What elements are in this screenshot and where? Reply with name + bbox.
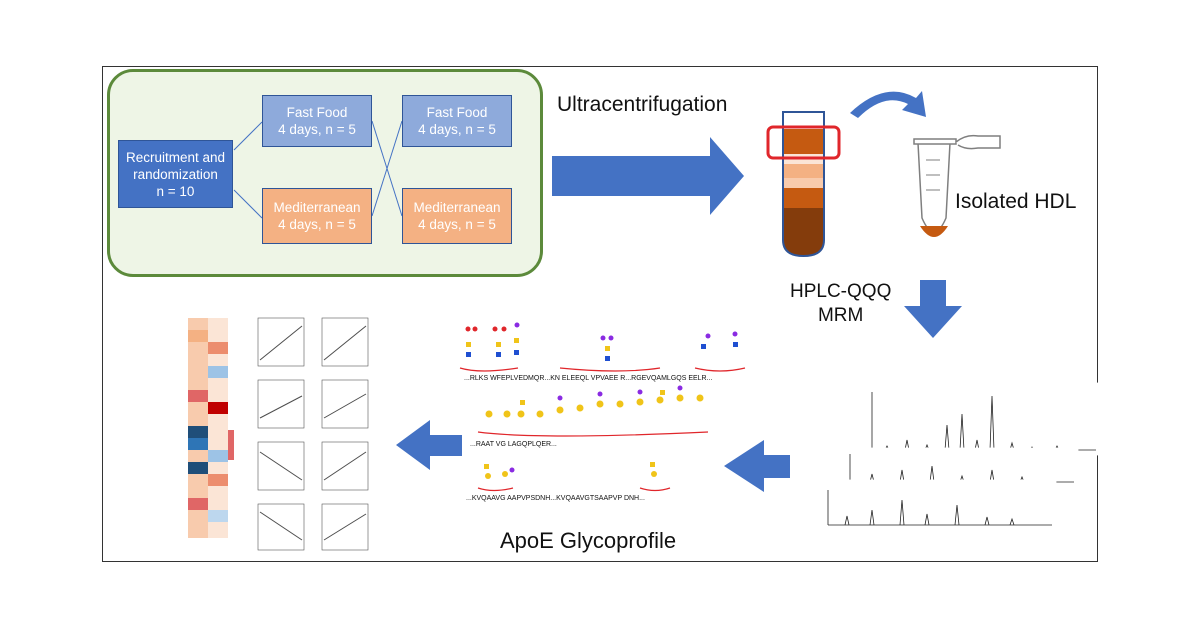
- svg-text:...RLKS WFEPLVEDMQR...KN ELEEQ: ...RLKS WFEPLVEDMQR...KN ELEEQL VPVAEE R…: [464, 375, 712, 382]
- recruitment-line1: Recruitment and: [125, 149, 226, 165]
- fast-food-label: Fast Food: [426, 105, 488, 120]
- hplc-line2: MRM: [817, 305, 864, 326]
- ultracentrifugation-label: Ultracentrifugation: [557, 93, 728, 116]
- glycan-row-2: ...RAAT VG LAGQPLQER...: [470, 385, 709, 448]
- arrow-down-icon: [904, 280, 962, 338]
- fast-food-duration: 4 days, n = 5: [418, 122, 496, 137]
- fast-food-box-period2: Fast Food 4 days, n = 5: [402, 95, 512, 147]
- mediterranean-duration: 4 days, n = 5: [278, 217, 356, 232]
- fast-food-duration: 4 days, n = 5: [278, 122, 356, 137]
- mediterranean-label: Mediterranean: [413, 200, 501, 215]
- glycoprofile-label: ApoE Glycoprofile: [500, 528, 677, 553]
- mediterranean-box-period2: Mediterranean 4 days, n = 5: [402, 188, 512, 244]
- isolated-hdl-label: Isolated HDL: [955, 190, 1077, 213]
- svg-text:...RAAT VG LAGQPLQER...: ...RAAT VG LAGQPLQER...: [470, 441, 557, 448]
- hdl-fraction-highlight: [766, 125, 841, 160]
- svg-text:...KVQAAVG AAPVPSDNH...KVQAAVG: ...KVQAAVG AAPVPSDNH...KVQAAVGTSAAPVP DN…: [466, 495, 645, 502]
- glycan-row-1: ...RLKS WFEPLVEDMQR...KN ELEEQL VPVAEE R…: [459, 322, 746, 382]
- scatter-grid: [257, 317, 369, 551]
- fast-food-box-period1: Fast Food 4 days, n = 5: [262, 95, 372, 147]
- chromatogram-3: [815, 479, 1057, 537]
- curved-arrow-icon: [850, 91, 926, 118]
- mediterranean-box-period1: Mediterranean 4 days, n = 5: [262, 188, 372, 244]
- mediterranean-duration: 4 days, n = 5: [418, 217, 496, 232]
- recruitment-box: Recruitment and randomization n = 10: [118, 140, 233, 208]
- glycan-row-3: ...KVQAAVG AAPVPSDNH...KVQAAVGTSAAPVP DN…: [466, 462, 671, 502]
- hplc-label: HPLC-QQQ MRM: [790, 280, 891, 328]
- chromatogram-1: [859, 382, 1101, 456]
- mediterranean-label: Mediterranean: [273, 200, 361, 215]
- heatmap: [188, 318, 234, 538]
- scatter-fits: [259, 325, 367, 541]
- recruitment-line2: randomization: [133, 166, 218, 182]
- arrow-right-icon: [552, 137, 744, 215]
- arrow-left-icon: [396, 420, 462, 470]
- recruitment-line3: n = 10: [156, 183, 195, 199]
- hplc-line1: HPLC-QQQ: [790, 281, 892, 302]
- arrow-left-icon: [724, 440, 790, 492]
- fast-food-label: Fast Food: [286, 105, 348, 120]
